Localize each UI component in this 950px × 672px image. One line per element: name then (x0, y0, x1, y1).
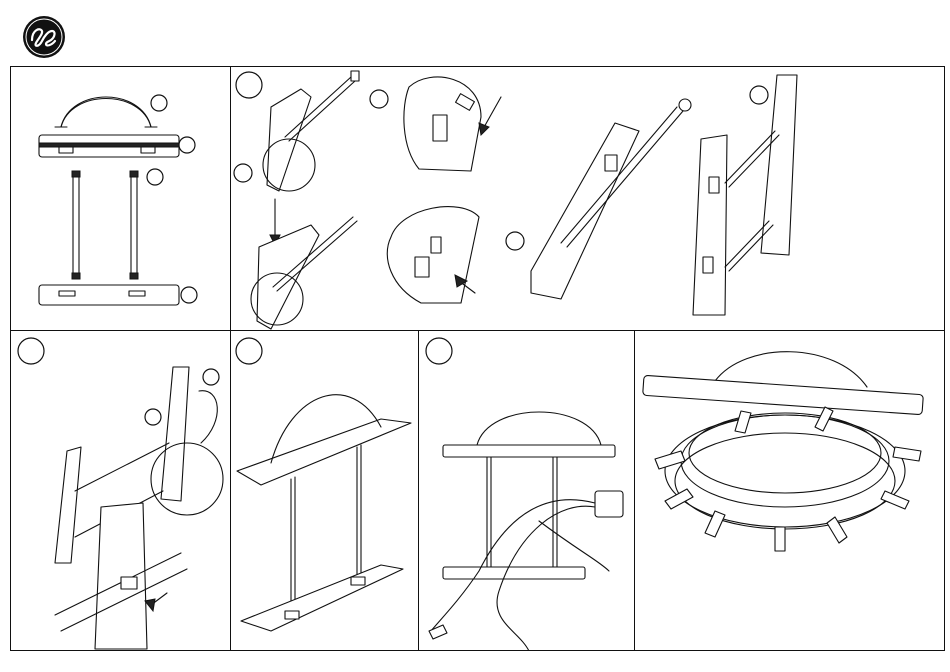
step-marker-4 (426, 338, 452, 364)
part-callout-top-bar (179, 137, 195, 153)
step-marker-2 (18, 338, 44, 364)
panel-parts (11, 67, 231, 331)
step-marker-3 (236, 338, 262, 364)
panel-attach-arch (11, 331, 231, 651)
part-callout-rods (147, 169, 163, 185)
panel-assembled-frame (231, 331, 419, 651)
wrap-lights-illustration (419, 331, 635, 651)
parts-illustration (11, 67, 231, 331)
step-marker-1 (236, 72, 262, 98)
ge-logo (22, 15, 66, 59)
attach-arch-illustration (11, 331, 231, 651)
panel-wrap-lights (419, 331, 635, 651)
panel-attach-rods (231, 67, 944, 331)
panel-finished-storage (635, 331, 944, 651)
instruction-sheet (10, 66, 945, 651)
part-callout-bottom-bar (181, 287, 197, 303)
finished-storage-illustration (635, 331, 944, 651)
attach-rods-illustration (231, 67, 944, 331)
assembled-frame-illustration (231, 331, 419, 651)
part-callout-arch (151, 95, 167, 111)
